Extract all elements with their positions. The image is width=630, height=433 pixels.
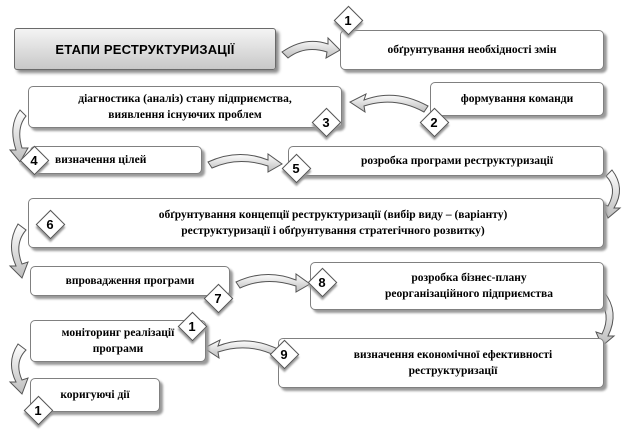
step-number-badge: 9 bbox=[270, 340, 298, 368]
step-number-badge: 3 bbox=[312, 108, 340, 136]
step-box-economic-efficiency: визначення економічної ефективності рест… bbox=[278, 338, 604, 388]
step-box-implementation: впровадження програми bbox=[30, 266, 230, 296]
step-box-team-formation: формування команди bbox=[430, 82, 604, 116]
step-text: реструктуризації bbox=[408, 365, 498, 377]
step-number-badge: 1 bbox=[178, 312, 206, 340]
arrow-icon bbox=[207, 153, 283, 173]
step-number-badge: 1 bbox=[334, 6, 362, 34]
step-text: впровадження програми bbox=[65, 275, 195, 287]
step-text: формування команди bbox=[460, 93, 574, 105]
step-box-program-development: розробка програми реструктуризації bbox=[288, 146, 604, 176]
step-box-business-plan: розробка бізнес-плану реорганізаційного … bbox=[310, 262, 604, 310]
arrow-icon bbox=[235, 273, 311, 293]
step-box-justification: обґрунтування необхідності змін bbox=[340, 30, 604, 70]
step-text: коригуючі дії bbox=[60, 389, 130, 401]
arrow-icon bbox=[8, 343, 29, 395]
step-box-goals: визначення цілей bbox=[30, 146, 202, 174]
step-number-badge: 2 bbox=[420, 108, 448, 136]
step-number-badge: 8 bbox=[308, 268, 336, 296]
arrow-icon bbox=[203, 339, 281, 360]
step-text: обґрунтування необхідності змін bbox=[387, 44, 557, 56]
step-text: діагностика (аналіз) стану підприємства, bbox=[78, 93, 292, 105]
arrow-icon bbox=[601, 169, 622, 219]
step-text: моніторинг реалізації bbox=[61, 327, 175, 339]
step-box-monitoring: моніторинг реалізації програми bbox=[30, 320, 206, 362]
step-text: виявлення існуючих проблем bbox=[108, 109, 262, 121]
step-text: обґрунтування концепції реструктуризації… bbox=[158, 209, 508, 221]
arrow-icon bbox=[281, 36, 341, 59]
step-box-concept: обґрунтування концепції реструктуризації… bbox=[28, 198, 604, 248]
step-text: програми bbox=[92, 343, 144, 355]
step-text: розробка програми реструктуризації bbox=[360, 155, 554, 167]
step-text: розробка бізнес-плану bbox=[411, 272, 527, 284]
step-number-badge: 4 bbox=[20, 146, 48, 174]
step-number-badge: 7 bbox=[204, 284, 232, 312]
arrow-icon bbox=[8, 223, 29, 279]
step-number-badge: 6 bbox=[36, 210, 64, 238]
step-number-badge: 1 bbox=[24, 396, 52, 424]
arrow-icon bbox=[349, 93, 429, 114]
diagram-title: ЕТАПИ РЕСТРУКТУРИЗАЦІЇ bbox=[14, 28, 276, 70]
step-text: визначення економічної ефективності bbox=[353, 349, 553, 361]
step-text: реорганізаційного підприємства bbox=[385, 288, 553, 300]
step-text: визначення цілей bbox=[55, 154, 147, 166]
step-box-diagnostics: діагностика (аналіз) стану підприємства,… bbox=[28, 86, 342, 128]
step-number-badge: 5 bbox=[282, 154, 310, 182]
step-text: реструктуризації і обґрунтування стратег… bbox=[181, 225, 485, 237]
